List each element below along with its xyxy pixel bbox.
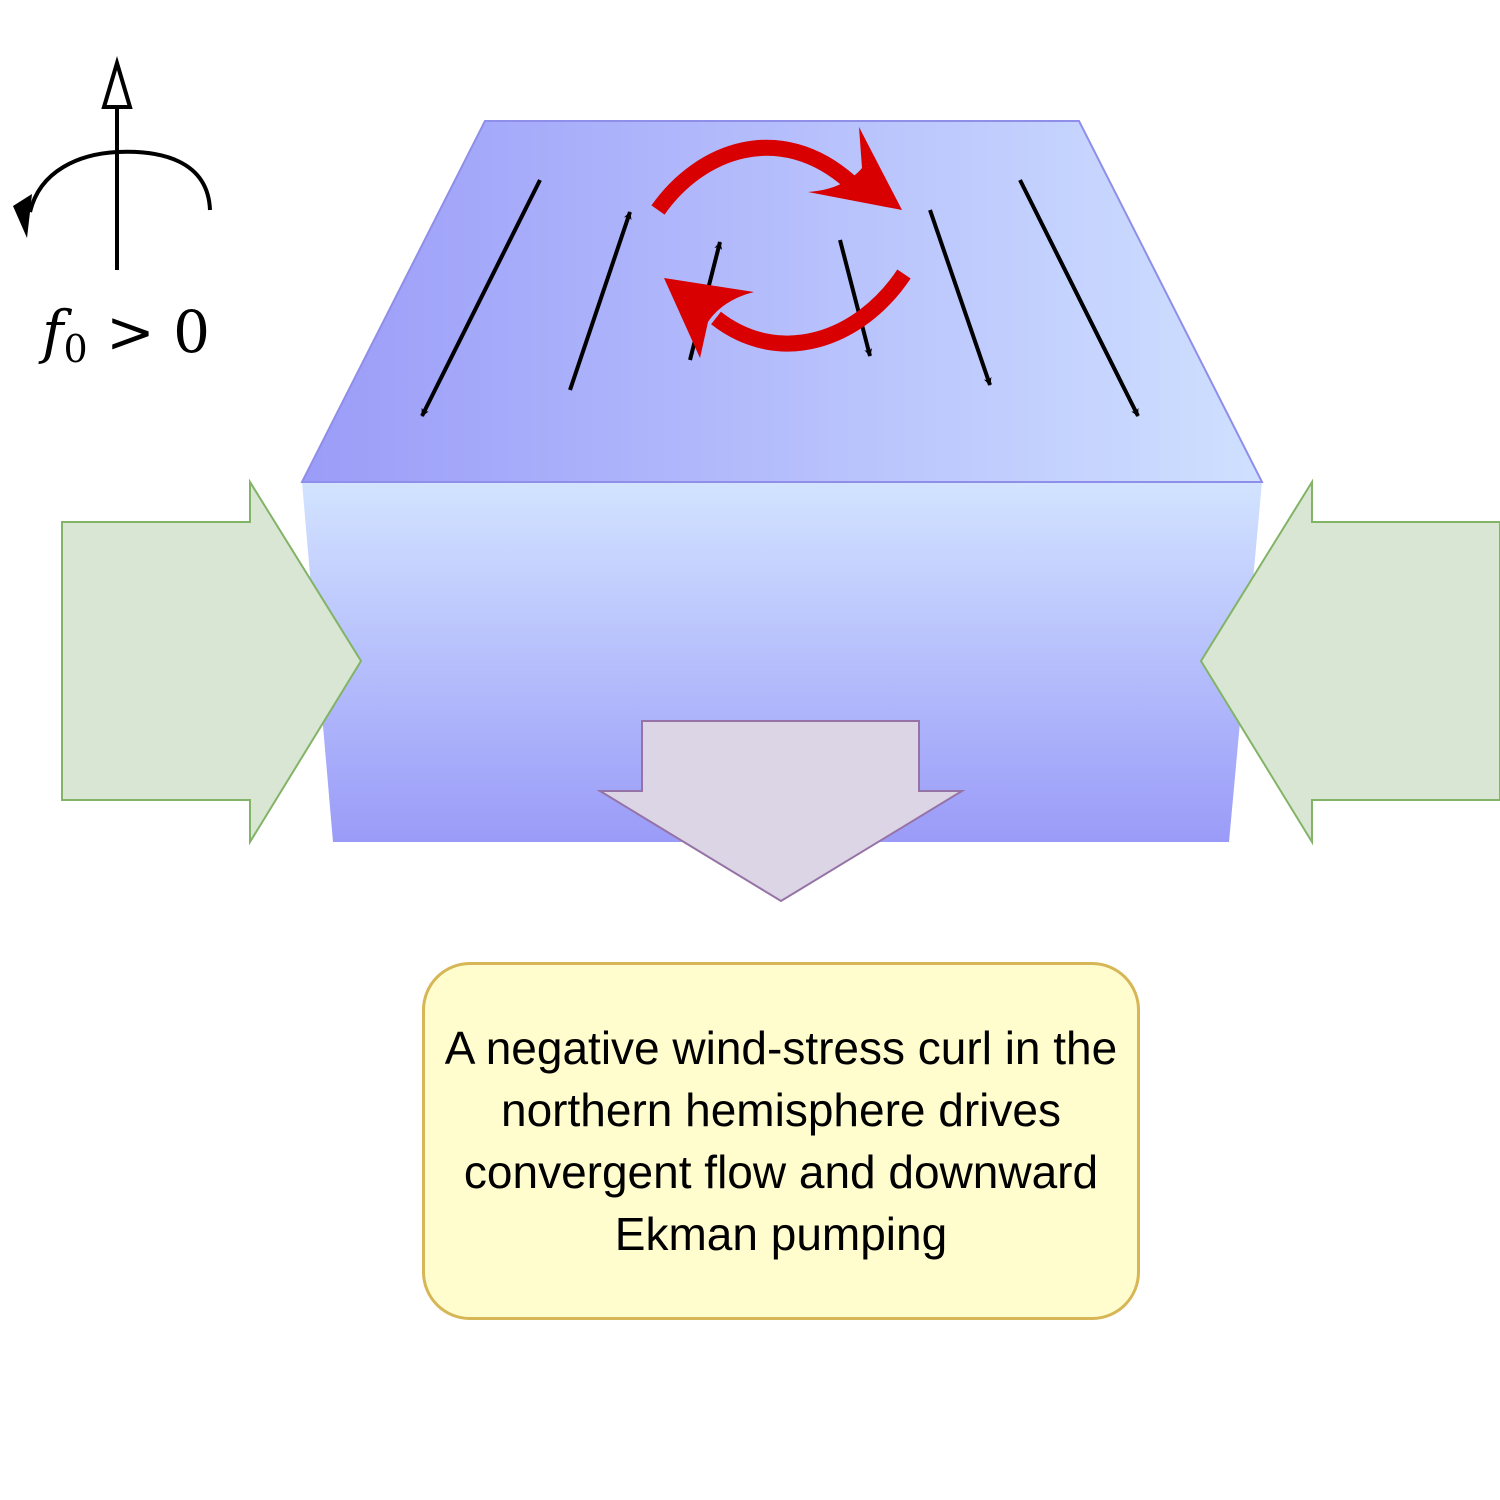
left-convergent-inflow-arrow [61, 478, 363, 846]
wind-arrow-southwest [420, 179, 542, 417]
rotation-axis-icon [13, 55, 212, 270]
gyre-lower-arc [711, 269, 911, 352]
caption-box-background [422, 962, 1140, 1320]
caption-box: A negative wind-stress curl in the north… [422, 962, 1140, 1320]
coriolis-parameter-label: f0 > 0 [38, 298, 210, 371]
gyre-lower-arrowhead [664, 278, 754, 358]
wind-arrow-south-right [928, 209, 992, 386]
rotation-arc-arrowhead [13, 194, 32, 238]
coriolis-subscript: 0 [63, 327, 87, 371]
gyre-upper-arrowhead [808, 127, 902, 210]
ocean-block-front-face [302, 482, 1262, 842]
wind-arrow-southeast [1018, 179, 1140, 417]
anticyclonic-gyre-icon [651, 127, 911, 358]
right-convergent-inflow-arrow [1199, 478, 1500, 846]
gyre-upper-arc [651, 139, 856, 215]
rotation-axis-open-arrowhead [101, 55, 133, 109]
downward-ekman-pumping-arrow [596, 720, 966, 903]
coriolis-relation: > 0 [88, 298, 210, 366]
rotation-arc [28, 149, 212, 213]
wind-arrow-south-center [838, 239, 873, 357]
caption-text: A negative wind-stress curl in the north… [444, 1022, 1118, 1260]
ocean-block-top-face [300, 120, 1264, 483]
wind-arrow-north-left [568, 211, 632, 391]
